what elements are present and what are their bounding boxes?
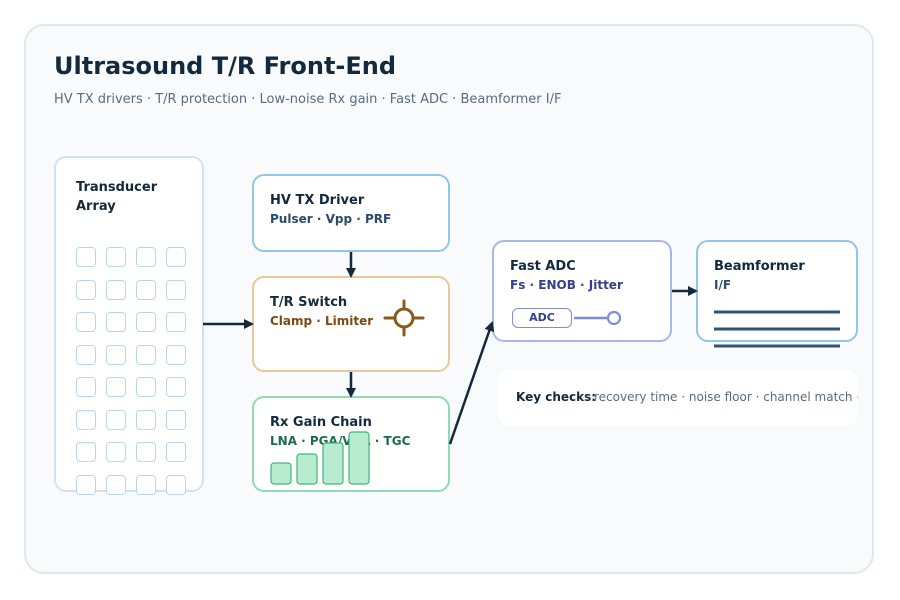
tr-switch-title: T/R Switch [270, 295, 348, 310]
transducer-element [136, 409, 156, 430]
transducer-element [76, 442, 96, 462]
gain-bars-icon [270, 431, 370, 485]
transducer-element [76, 474, 96, 495]
transducer-element [136, 344, 156, 365]
transducer-element [106, 344, 126, 365]
transducer-element [166, 377, 186, 397]
transducer-element [166, 279, 186, 300]
transducer-element [136, 377, 156, 397]
page-subtitle: HV TX drivers · T/R protection · Low-noi… [54, 92, 562, 107]
transducer-element [166, 442, 186, 462]
transducer-element [76, 279, 96, 300]
rx-gain-chain-subtitle: LNA · PGA/VGA · TGC [270, 434, 411, 448]
transducer-element [166, 312, 186, 332]
fast-adc-subtitle: Fs · ENOB · Jitter [510, 278, 623, 292]
hv-tx-driver-title: HV TX Driver [270, 193, 365, 208]
transducer-element [106, 377, 126, 397]
transducer-element [76, 247, 96, 267]
transducer-element [136, 279, 156, 300]
transducer-element [106, 442, 126, 462]
rx-gain-chain-block: Rx Gain Chain LNA · PGA/VGA · TGC [252, 396, 450, 492]
transducer-element [166, 474, 186, 495]
transducer-element [136, 247, 156, 267]
transducer-element [106, 247, 126, 267]
beamformer-block: Beamformer I/F [696, 240, 858, 348]
beamformer-title: Beamformer [714, 259, 805, 274]
transducer-element [166, 247, 186, 267]
tr-switch-subtitle: Clamp · Limiter [270, 314, 374, 328]
rx-gain-chain-title: Rx Gain Chain [270, 415, 372, 430]
hv-tx-driver-subtitle: Pulser · Vpp · PRF [270, 212, 392, 226]
fast-adc-title: Fast ADC [510, 259, 576, 274]
hv-tx-driver-block: HV TX Driver Pulser · Vpp · PRF [252, 174, 450, 252]
transducer-element [166, 344, 186, 365]
transducer-element [106, 474, 126, 495]
transducer-element [76, 312, 96, 332]
transducer-element [76, 377, 96, 397]
transducer-element [166, 409, 186, 430]
fast-adc-block: Fast ADC Fs · ENOB · Jitter ADC [492, 240, 672, 342]
key-checks-items: recovery time · noise floor · channel ma… [594, 390, 858, 404]
data-lanes-icon [714, 310, 840, 348]
page-title: Ultrasound T/R Front-End [54, 52, 397, 80]
transducer-label-line1: Transducer [76, 180, 158, 195]
arrow-rxgain-to-adc [448, 321, 495, 445]
transducer-element [136, 312, 156, 332]
key-checks-label: Key checks: [516, 390, 597, 404]
transducer-element [76, 344, 96, 365]
beamformer-subtitle: I/F [714, 278, 732, 292]
transducer-element [106, 279, 126, 300]
transducer-element [106, 409, 126, 430]
key-checks-panel: Key checks: recovery time · noise floor … [498, 370, 858, 426]
transducer-element [76, 409, 96, 430]
transducer-element [106, 312, 126, 332]
adc-chip-label: ADC [512, 308, 572, 328]
crosshair-icon [383, 299, 425, 337]
transducer-element [136, 442, 156, 462]
transducer-element [136, 474, 156, 495]
adc-sample-icon [574, 310, 622, 326]
transducer-label-line2: Array [76, 199, 116, 214]
